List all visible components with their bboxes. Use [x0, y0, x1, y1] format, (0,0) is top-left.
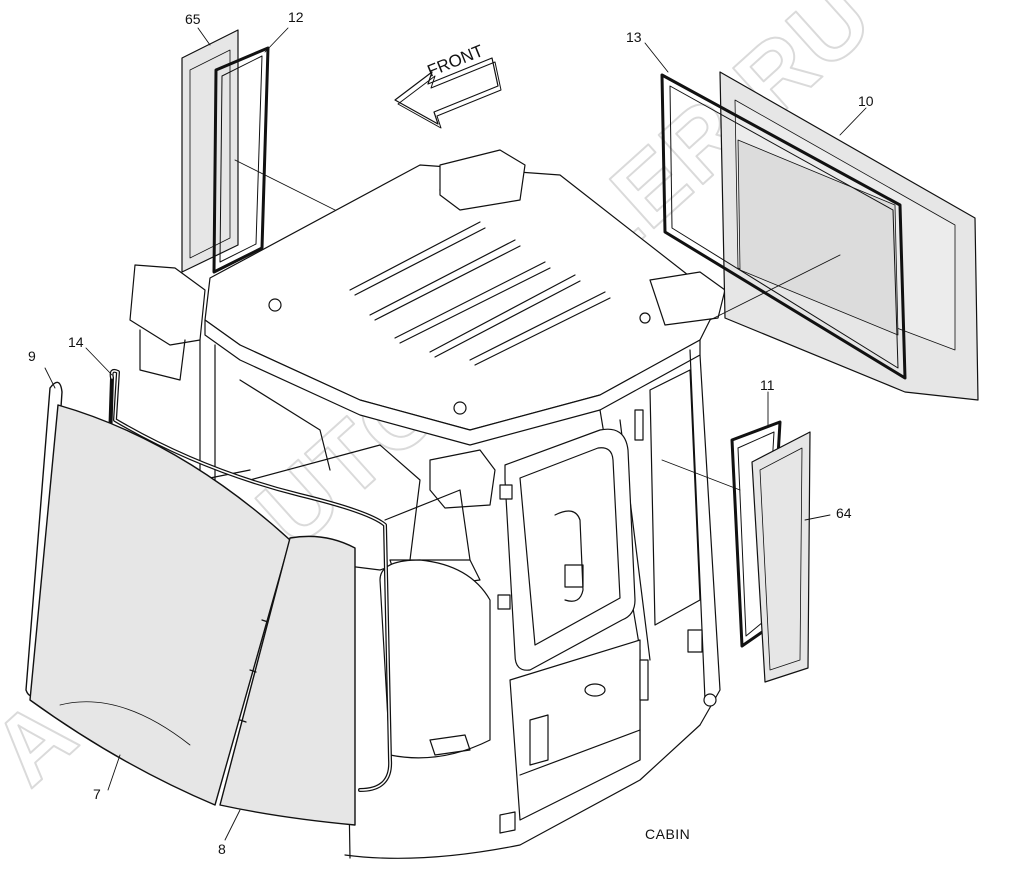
callout-13: 13 [626, 29, 642, 45]
part-65-side-glass-upper-left [181, 29, 239, 273]
callout-8: 8 [218, 841, 226, 857]
leader-lines [44, 27, 867, 841]
callout-14: 14 [68, 334, 84, 350]
mirror-left [129, 264, 206, 381]
callout-9: 9 [28, 348, 36, 364]
front-direction-arrow [394, 57, 502, 129]
callout-7: 7 [93, 786, 101, 802]
diagram-caption: CABIN [645, 826, 691, 842]
callout-12: 12 [288, 9, 304, 25]
cabin-frame [199, 339, 721, 859]
callout-65: 65 [185, 11, 201, 27]
mirror-rear-right [649, 271, 726, 326]
callout-10: 10 [858, 93, 874, 109]
part-64-right-side-glass [751, 431, 811, 683]
part-12-seal-upper-left [212, 46, 270, 274]
mirror-front-center [429, 449, 496, 509]
part-8-lower-front-glass [219, 535, 356, 826]
cabin-roof [204, 164, 721, 446]
callout-64: 64 [836, 505, 852, 521]
part-10-rear-glass [719, 71, 979, 401]
part-13-rear-seal [660, 73, 907, 380]
callout-11: 11 [760, 377, 775, 393]
mirror-front-top [439, 149, 526, 211]
